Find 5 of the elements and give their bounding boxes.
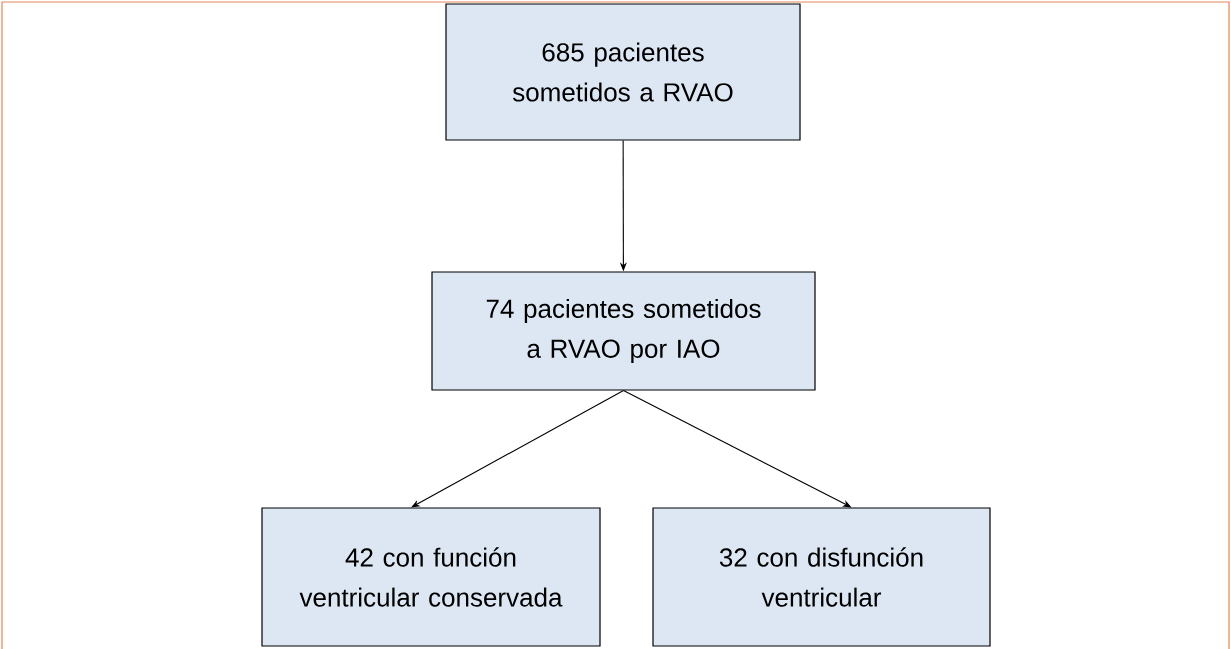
arrow bbox=[411, 390, 625, 508]
process-box: 685 pacientes sometidos a RVAO bbox=[445, 3, 801, 141]
process-box: 74 pacientes sometidos a RVAO por IAO bbox=[431, 271, 816, 391]
process-box: 32 con disfunción ventricular bbox=[652, 507, 991, 647]
process-box: 42 con función ventricular conservada bbox=[261, 507, 601, 647]
